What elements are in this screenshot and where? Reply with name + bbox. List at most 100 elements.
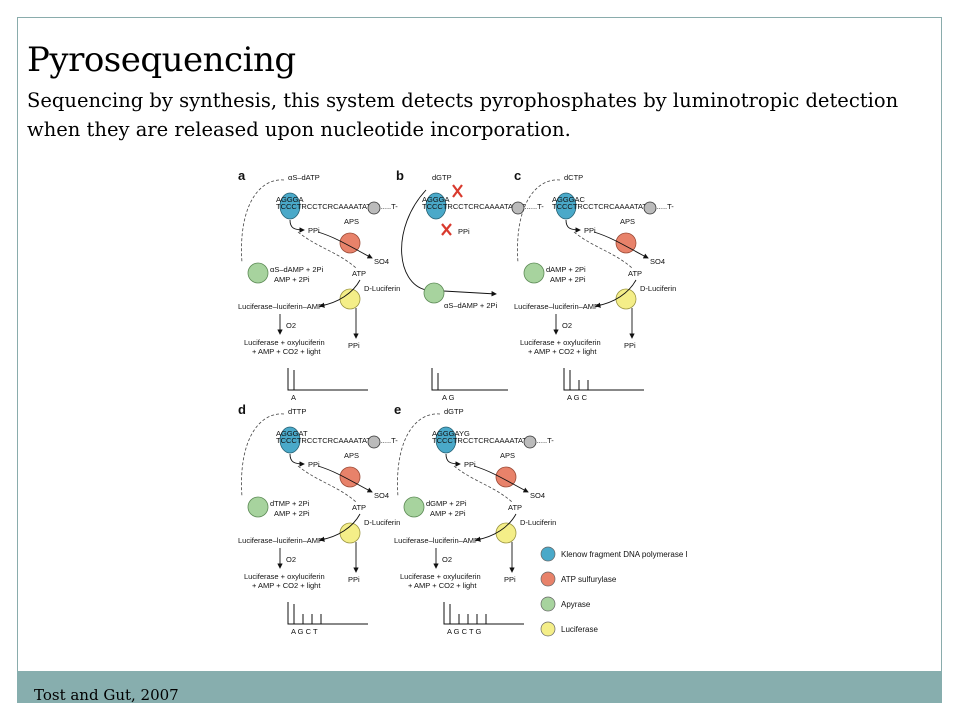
- legend-swatch: [540, 621, 556, 637]
- pyrogram-axis: [287, 368, 368, 391]
- luciferin-label: D-Luciferin: [520, 518, 556, 527]
- primer-sequence: AGGGA: [276, 195, 304, 204]
- ppi-arrow: [565, 219, 581, 233]
- apyrase-product: dTMP + 2Pi: [270, 499, 310, 508]
- nucleotide-label: dGTP: [444, 407, 464, 416]
- apyrase-path: [241, 179, 285, 264]
- apyrase-enzyme: [247, 262, 269, 284]
- ppi-label: PPi: [308, 226, 320, 235]
- legend-swatch: [540, 596, 556, 612]
- pyrogram-axis: [443, 602, 524, 625]
- pyrogram-bases: A G C T G: [447, 627, 481, 636]
- aps-label: APS: [500, 451, 515, 460]
- atp-label: ATP: [352, 269, 366, 278]
- apyrase-path: [517, 179, 561, 264]
- polymerase-enzyme: [555, 192, 577, 220]
- nucleotide-label: αS–dATP: [288, 173, 320, 182]
- pyrogram-bases: A G: [442, 393, 455, 402]
- reject-mark: [441, 223, 452, 236]
- sulfurylase-arrow: [317, 465, 373, 493]
- pyrogram-bases: A G C T: [291, 627, 318, 636]
- legend-label: ATP sulfurylase: [561, 575, 617, 584]
- products-label: Luciferase + oxyluciferin: [244, 572, 325, 581]
- bead: [367, 201, 381, 215]
- bead: [511, 201, 525, 215]
- pyrogram-axis: [563, 368, 644, 391]
- ppi-dash: [573, 231, 633, 269]
- polymerase-enzyme: [425, 192, 447, 220]
- legend-label: Klenow fragment DNA polymerase I: [561, 550, 688, 559]
- atp-label: ATP: [628, 269, 642, 278]
- nucleotide-label: dTTP: [288, 407, 306, 416]
- bead: [523, 435, 537, 449]
- products-label: Luciferase + oxyluciferin: [520, 338, 601, 347]
- products-label: + AMP + CO2 + light: [252, 581, 321, 590]
- template-sequence: TCCCTRCCTCRCAAAATATAT......T-: [552, 202, 674, 211]
- sulfurylase-arrow: [317, 231, 373, 259]
- apyrase-product: αS–dAMP + 2Pi: [270, 265, 324, 274]
- products-label: + AMP + CO2 + light: [408, 581, 477, 590]
- luciferin-label: D-Luciferin: [364, 518, 400, 527]
- ppi-label: PPi: [348, 341, 360, 350]
- o2-label: O2: [562, 321, 572, 330]
- apyrase-path: [241, 413, 285, 498]
- complex-label: Luciferase–luciferin–AMP: [238, 536, 323, 545]
- apyrase-path: [397, 413, 441, 498]
- amp-label: AMP + 2Pi: [274, 509, 310, 518]
- footer-bar: [17, 671, 942, 703]
- panel-label: c: [514, 168, 521, 183]
- aps-label: APS: [620, 217, 635, 226]
- ppi-arrow: [289, 219, 305, 233]
- bead: [643, 201, 657, 215]
- apyrase-enzyme: [423, 282, 445, 304]
- nucleotide-label: dGTP: [432, 173, 452, 182]
- sulfurylase-enzyme: [339, 466, 361, 488]
- primer-sequence: AGGGAYG: [432, 429, 470, 438]
- slide-frame: [17, 17, 942, 703]
- ppi-label: PPi: [308, 460, 320, 469]
- apyrase-enzyme: [523, 262, 545, 284]
- reject-mark: [452, 184, 463, 198]
- ppi-label: PPi: [348, 575, 360, 584]
- template-sequence: TCCCTRCCTCRCAAAATATAT......T-: [276, 202, 398, 211]
- pyrogram-axis: [431, 368, 508, 391]
- products-label: Luciferase + oxyluciferin: [400, 572, 481, 581]
- polymerase-enzyme: [279, 192, 301, 220]
- products-label: + AMP + CO2 + light: [252, 347, 321, 356]
- panel-label: b: [396, 168, 404, 183]
- so4-label: SO4: [374, 257, 389, 266]
- sulfurylase-enzyme: [495, 466, 517, 488]
- luciferase-arrow: [595, 279, 637, 308]
- so4-label: SO4: [530, 491, 545, 500]
- pyrogram-bases: A G C: [567, 393, 588, 402]
- panel-label: e: [394, 402, 401, 417]
- sulfurylase-arrow: [473, 465, 529, 493]
- sulfurylase-enzyme: [339, 232, 361, 254]
- ppi-dash: [453, 465, 513, 503]
- apyrase-product: αS–dAMP + 2Pi: [444, 301, 498, 310]
- legend-swatch: [540, 546, 556, 562]
- atp-label: ATP: [352, 503, 366, 512]
- ppi-label: PPi: [458, 227, 470, 236]
- so4-label: SO4: [650, 257, 665, 266]
- ppi-label: PPi: [464, 460, 476, 469]
- pyrogram-axis: [287, 602, 368, 625]
- apyrase-product: dGMP + 2Pi: [426, 499, 467, 508]
- ppi-arrow: [445, 453, 461, 467]
- apyrase-enzyme: [403, 496, 425, 518]
- bead: [367, 435, 381, 449]
- luciferase-arrow: [319, 279, 361, 308]
- complex-label: Luciferase–luciferin–AMP: [394, 536, 479, 545]
- ppi-label: PPi: [584, 226, 596, 235]
- products-label: Luciferase + oxyluciferin: [244, 338, 325, 347]
- nucleotide-label: dCTP: [564, 173, 583, 182]
- luciferase-arrow: [319, 513, 361, 542]
- ppi-label: PPi: [504, 575, 516, 584]
- luciferase-arrow: [475, 513, 517, 542]
- apyrase-product: dAMP + 2Pi: [546, 265, 586, 274]
- products-label: + AMP + CO2 + light: [528, 347, 597, 356]
